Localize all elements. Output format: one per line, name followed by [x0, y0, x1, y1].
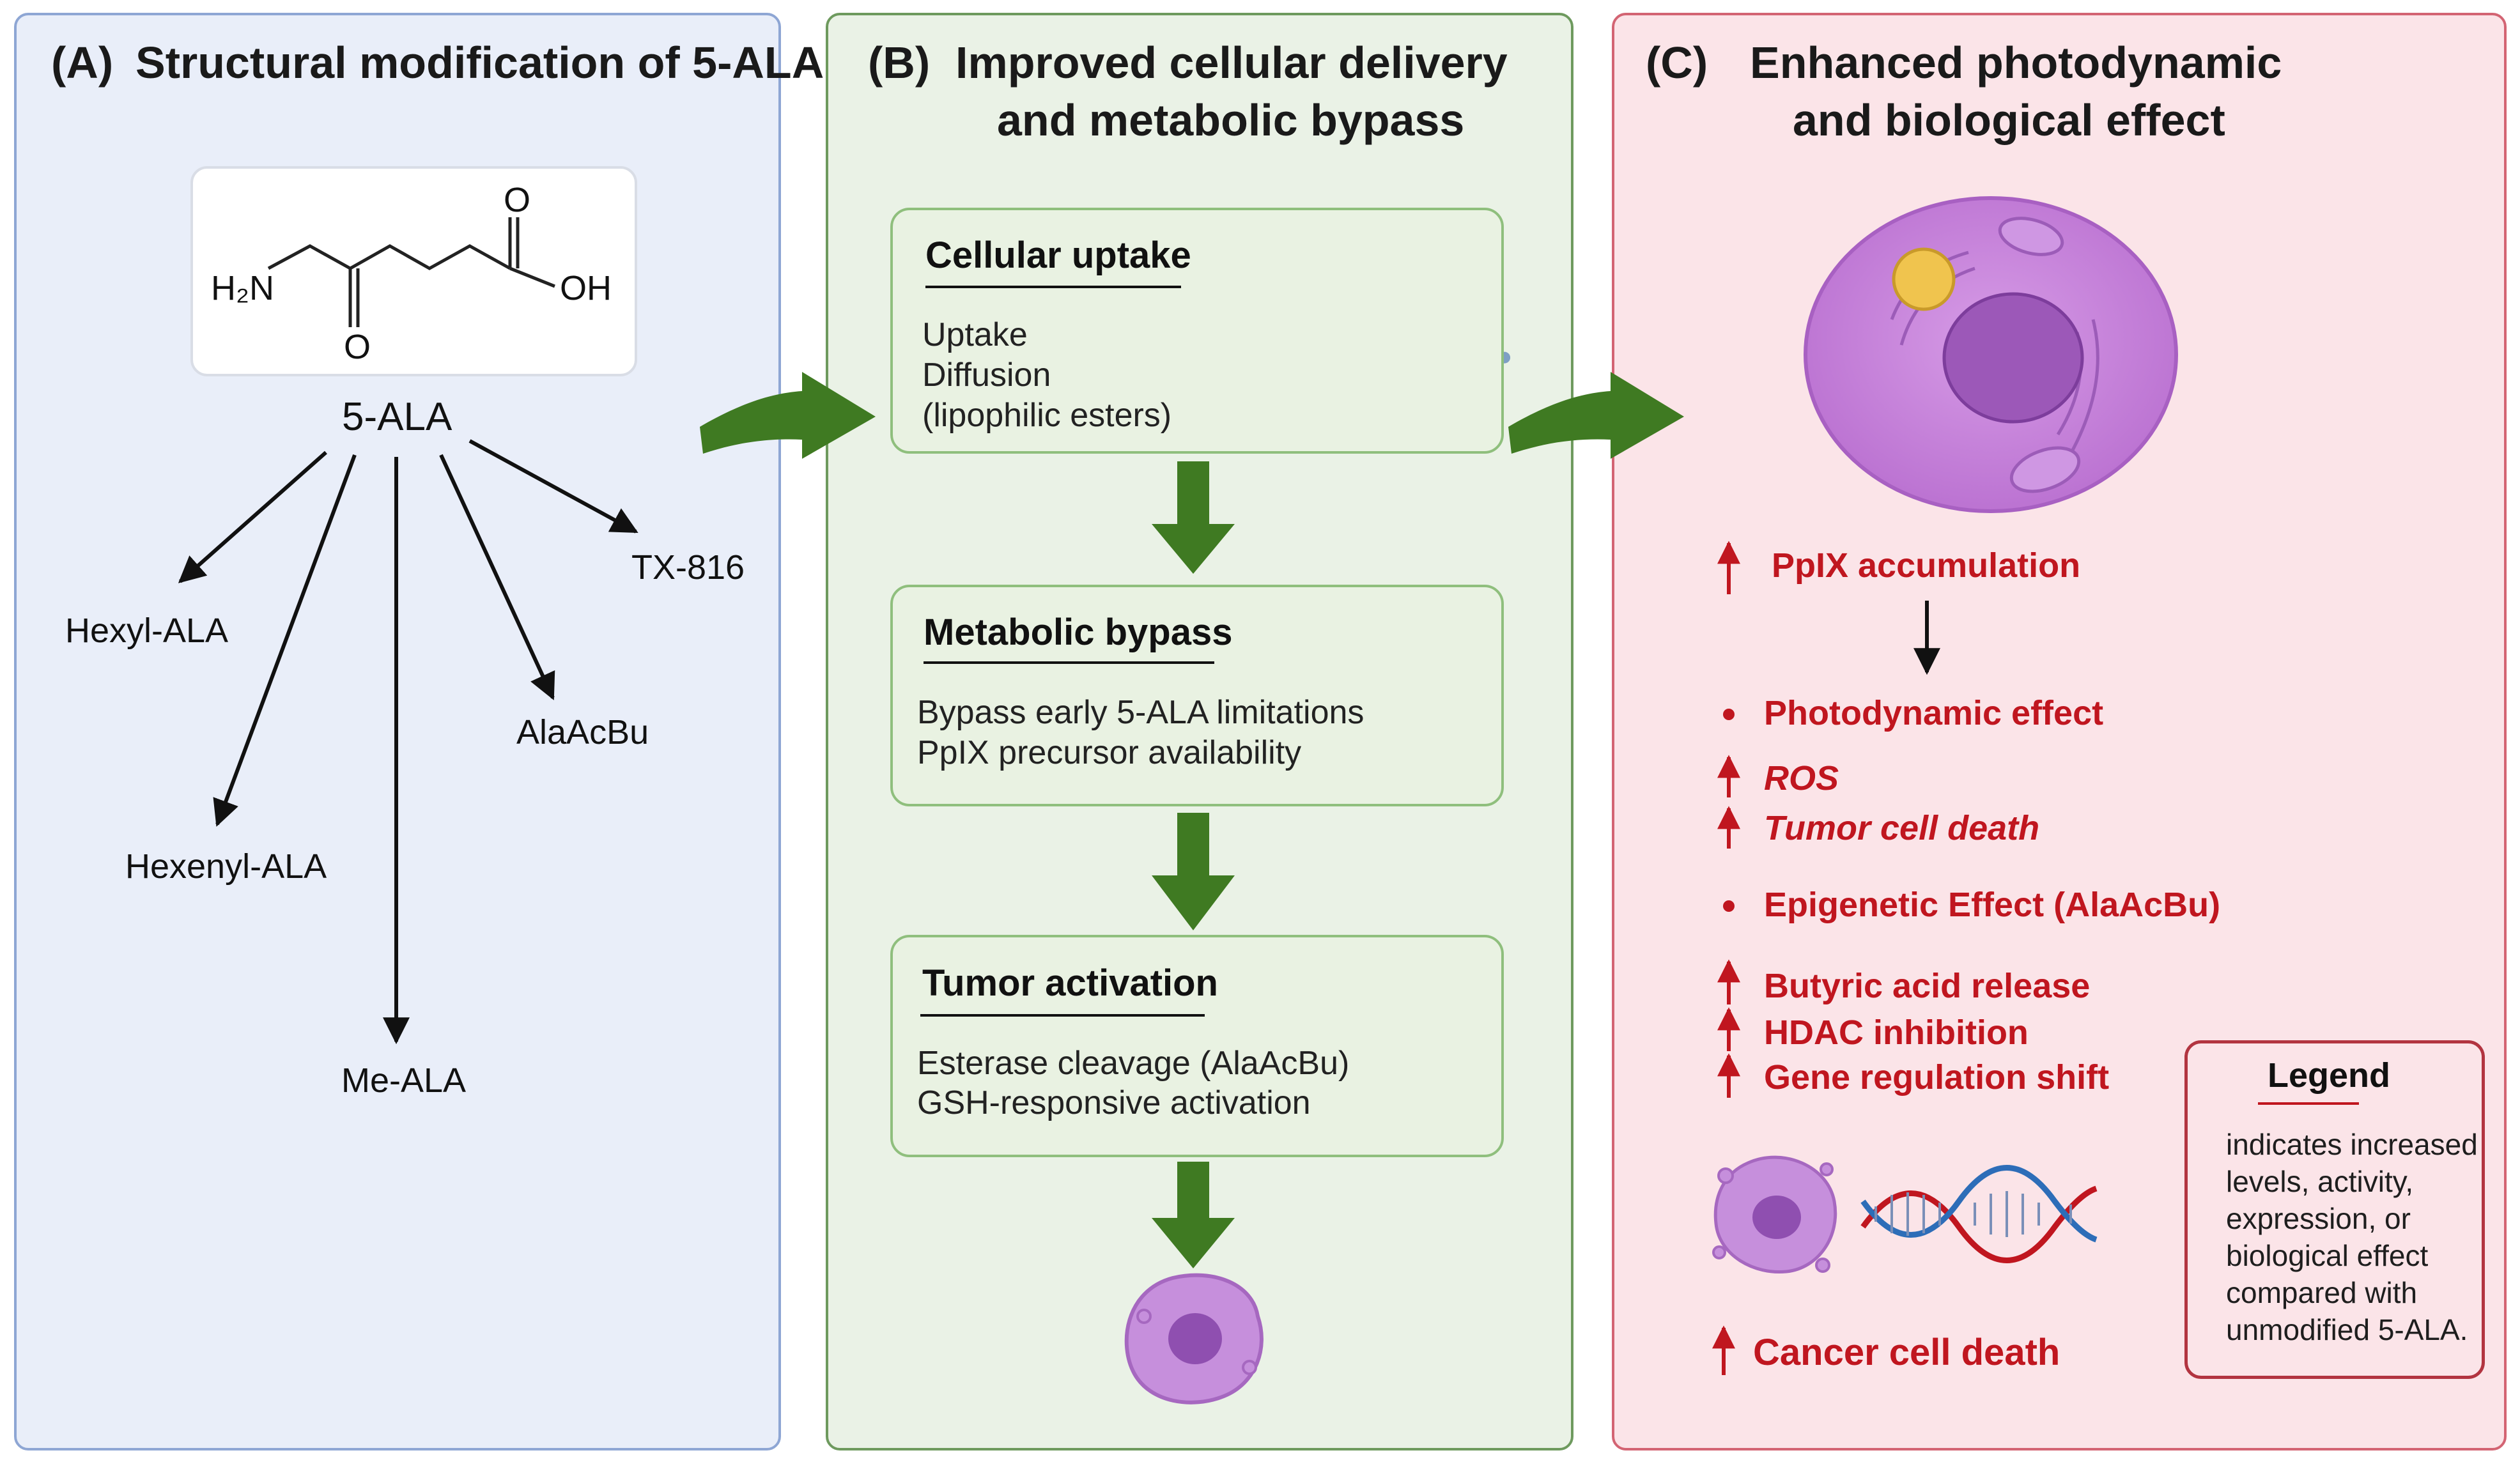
molecule-hydroxyl-label: OH [560, 269, 612, 307]
cell-illustration [1804, 196, 2178, 513]
photodynamic-effect-header: Photodynamic effect [1764, 694, 2104, 732]
epigenetic-effect-header: Epigenetic Effect (AlaAcBu) [1764, 886, 2221, 924]
derivative-hexenyl-ala: Hexenyl-ALA [125, 847, 327, 886]
legend-line-3: expression, or [2226, 1202, 2411, 1235]
derivative-arrows [178, 439, 638, 1045]
legend-line-6: unmodified 5-ALA. [2226, 1313, 2468, 1346]
flow-arrow-a-to-b [700, 372, 876, 459]
molecule-card [190, 166, 637, 376]
tumor-activation-heading: Tumor activation [922, 962, 1218, 1004]
panel-c-title-line2: and biological effect [1793, 95, 2225, 145]
metabolic-bypass-heading: Metabolic bypass [924, 612, 1233, 653]
activation-line-1: Esterase cleavage (AlaAcBu) [917, 1045, 1350, 1082]
dying-cancer-cell-illustration [1712, 1155, 1837, 1274]
panel-a-letter: (A) [51, 38, 114, 88]
bypass-line-2: PpIX precursor availability [917, 734, 1302, 771]
activation-line-2: GSH-responsive activation [917, 1084, 1311, 1121]
uptake-line-1: Uptake [922, 316, 1028, 353]
legend-title-underline [2258, 1102, 2359, 1105]
cellular-uptake-underline [925, 286, 1181, 288]
ros-item: ROS [1764, 759, 1839, 797]
tumor-cell-death-item: Tumor cell death [1764, 809, 2040, 847]
bullet-photodynamic [1723, 709, 1735, 720]
molecule-ketone-oxygen: O [344, 328, 371, 366]
gene-regulation-item: Gene regulation shift [1764, 1058, 2110, 1096]
derivative-hexyl-ala: Hexyl-ALA [65, 612, 229, 650]
tumor-activation-box [890, 935, 1504, 1157]
legend-line-5: compared with [2226, 1276, 2418, 1309]
legend-description: indicates increased levels, activity, ex… [2226, 1126, 2478, 1348]
panel-b-title-line2: and metabolic bypass [997, 95, 1465, 145]
panel-b-title-line1: Improved cellular delivery [955, 38, 1508, 88]
flow-arrow-bypass-to-activation [1152, 813, 1235, 930]
butyric-acid-item: Butyric acid release [1764, 967, 2091, 1005]
arrow-to-alaacbu [439, 454, 555, 700]
cancer-cell-death: Cancer cell death [1753, 1332, 2060, 1373]
legend-line-2: levels, activity, [2226, 1165, 2414, 1198]
uptake-line-2: Diffusion [922, 357, 1051, 394]
arrow-to-tx-816 [468, 439, 638, 534]
dna-helix-illustration [1860, 1165, 2098, 1263]
derivative-alaacbu: AlaAcBu [516, 713, 649, 751]
cellular-uptake-box [890, 208, 1504, 454]
ppix-accumulation: PpIX accumulation [1772, 546, 2081, 585]
legend-box [2184, 1040, 2485, 1379]
metabolic-bypass-box [890, 585, 1504, 806]
legend-line-1: indicates increased [2226, 1128, 2478, 1161]
tumor-activation-underline [920, 1014, 1205, 1017]
arrow-to-hexyl-ala [178, 450, 327, 583]
ala-molecule-structure [267, 217, 555, 327]
legend-line-4: biological effect [2226, 1239, 2429, 1272]
hdac-inhibition-item: HDAC inhibition [1764, 1013, 2029, 1052]
panel-c-title-line1: Enhanced photodynamic [1750, 38, 2282, 88]
molecule-carbonyl-oxygen: O [504, 181, 531, 219]
panel-a-title: Structural modification of 5-ALA [135, 38, 824, 88]
uptake-line-3: (lipophilic esters) [922, 397, 1172, 434]
derivative-me-ala: Me-ALA [341, 1061, 467, 1100]
bypass-line-1: Bypass early 5-ALA limitations [917, 694, 1364, 731]
bullet-epigenetic [1723, 900, 1735, 912]
panel-c-letter: (C) [1646, 38, 1708, 88]
molecule-amine-label: H₂N [211, 269, 274, 307]
derivative-tx-816: TX-816 [631, 548, 745, 587]
compound-5-ala: 5-ALA [342, 395, 452, 439]
cellular-uptake-heading: Cellular uptake [925, 235, 1191, 276]
arrow-to-hexenyl-ala [213, 454, 357, 827]
flow-arrow-activation-to-cell [1152, 1162, 1235, 1268]
tumor-cell-illustration [1124, 1273, 1264, 1404]
legend-title: Legend [2268, 1056, 2391, 1095]
flow-arrow-uptake-to-bypass [1152, 461, 1235, 574]
flow-arrow-b-to-c [1508, 372, 1684, 459]
panel-b-letter: (B) [868, 38, 931, 88]
metabolic-bypass-underline [924, 661, 1214, 664]
